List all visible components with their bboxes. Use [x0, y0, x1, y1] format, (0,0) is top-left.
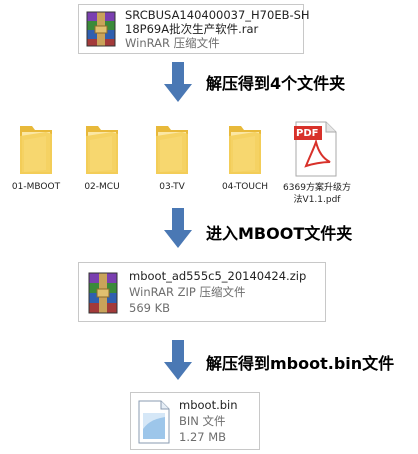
bin-file-item[interactable]: mboot.bin BIN 文件 1.27 MB: [130, 392, 260, 450]
pdf-badge: PDF: [296, 128, 319, 139]
zip-file-name: mboot_ad555c5_20140424.zip: [129, 269, 307, 283]
rar-file-name-line1: SRCBUSA140400037_H70EB-SH: [125, 8, 310, 22]
pdf-file-name-line2: 法V1.1.pdf: [293, 195, 341, 205]
down-arrow-icon: [164, 62, 192, 102]
winrar-archive-icon: [83, 10, 119, 48]
step-unzip-bin: 解压得到mboot.bin文件: [206, 354, 395, 373]
bin-file-size: 1.27 MB: [179, 430, 227, 444]
folder-04-touch[interactable]: 04-TOUCH: [212, 118, 278, 198]
folder-icon: [229, 126, 261, 174]
rar-file-name-line2: 18P69A批次生产软件.rar: [125, 22, 259, 36]
folder-03-tv[interactable]: 03-TV: [142, 118, 202, 198]
folder-01-mboot[interactable]: 01-MBOOT: [6, 118, 66, 198]
winrar-zip-icon: [85, 271, 121, 315]
zip-file-size: 569 KB: [129, 301, 171, 315]
folder-icon: [20, 126, 52, 174]
folder-icon: [86, 126, 118, 174]
bin-file-type: BIN 文件: [179, 414, 226, 428]
step-unzip-folders: 解压得到4个文件夹: [206, 74, 346, 93]
rar-file-item[interactable]: SRCBUSA140400037_H70EB-SH 18P69A批次生产软件.r…: [78, 4, 310, 54]
rar-file-type: WinRAR 压缩文件: [125, 36, 220, 50]
zip-file-item[interactable]: mboot_ad555c5_20140424.zip WinRAR ZIP 压缩…: [78, 262, 326, 322]
zip-file-type: WinRAR ZIP 压缩文件: [129, 285, 246, 299]
folder-label: 01-MBOOT: [11, 182, 61, 192]
folder-icon: [156, 126, 188, 174]
pdf-file-name-line1: 6369方案升级方: [283, 183, 351, 193]
pdf-document-icon: [294, 121, 337, 177]
down-arrow-icon: [164, 208, 192, 248]
folder-02-mcu[interactable]: 02-MCU: [72, 118, 132, 198]
folder-label: 03-TV: [159, 182, 185, 192]
step-enter-mboot: 进入MBOOT文件夹: [206, 224, 353, 243]
bin-file-icon: [137, 399, 171, 445]
folder-label: 02-MCU: [84, 182, 120, 192]
folder-label: 04-TOUCH: [221, 182, 269, 192]
bin-file-name: mboot.bin: [179, 398, 238, 412]
pdf-file-item[interactable]: PDF 6369方案升级方 法V1.1.pdf: [282, 118, 352, 206]
down-arrow-icon: [164, 340, 192, 380]
